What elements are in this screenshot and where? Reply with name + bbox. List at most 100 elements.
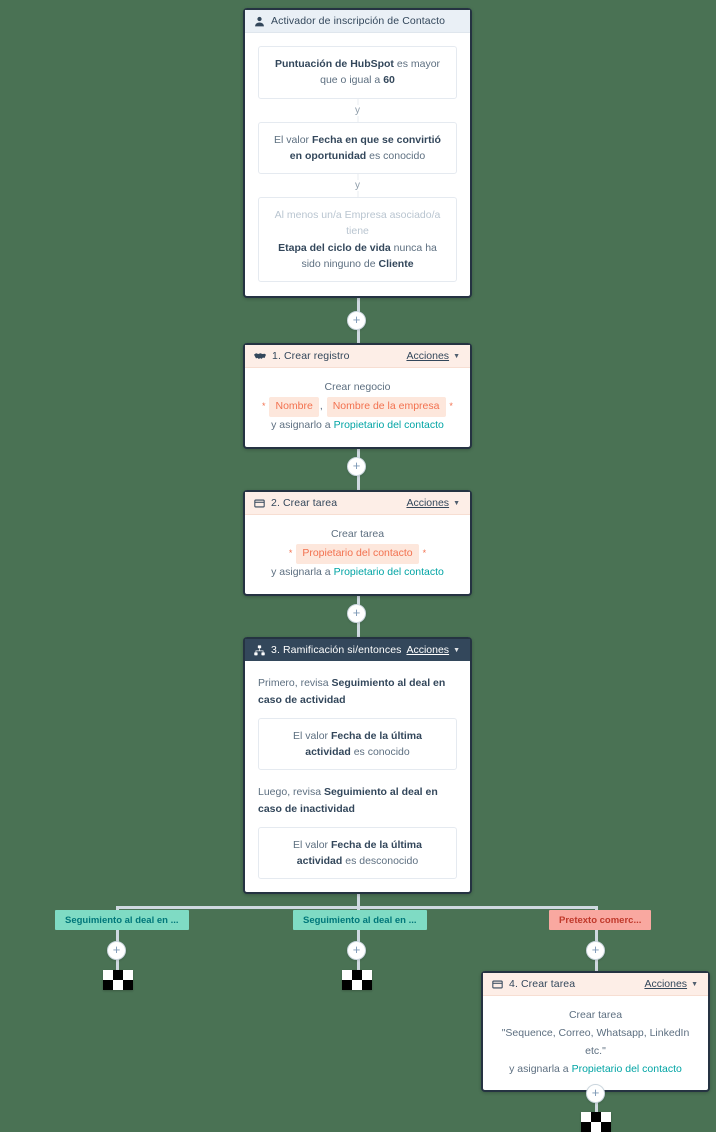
add-step-button-after-step2[interactable]: + xyxy=(347,604,366,623)
step-1-header: 1. Crear registro Acciones ▼ xyxy=(245,343,470,368)
assign-owner-link[interactable]: Propietario del contacto xyxy=(333,565,444,578)
trigger-card[interactable]: Activador de inscripción de Contacto Pun… xyxy=(243,8,472,299)
condition-property: Fecha de la última actividad xyxy=(305,729,422,758)
step-1-title: 1. Crear registro xyxy=(272,350,350,362)
end-flag-branch-left xyxy=(103,970,133,990)
branch-1-question-name: Seguimiento al deal en caso de actividad xyxy=(258,677,446,706)
step-4-title: 4. Crear tarea xyxy=(509,978,576,990)
branch-pill-center[interactable]: Seguimiento al deal en ... xyxy=(293,910,427,930)
add-step-button-branch-center[interactable]: + xyxy=(347,941,366,960)
step-4-actions-menu[interactable]: Acciones ▼ xyxy=(644,978,698,990)
step-2-token-row: * Propietario del contacto * xyxy=(257,543,458,564)
branch-icon xyxy=(254,644,265,656)
step-1-token-nombre[interactable]: Nombre xyxy=(269,396,319,417)
branch-2-question-prefix: Luego, revisa xyxy=(258,786,324,799)
step-1-actions-menu[interactable]: Acciones ▼ xyxy=(406,350,460,362)
add-step-button-after-trigger[interactable]: + xyxy=(347,311,366,330)
token-marker: * xyxy=(422,547,427,558)
step-4-body: Crear tarea "Sequence, Correo, Whatsapp,… xyxy=(483,996,708,1090)
branch-pill-right-label: Pretexto comerc... xyxy=(559,914,642,926)
add-step-button-branch-right[interactable]: + xyxy=(586,941,605,960)
connector-left-to-plus xyxy=(116,930,119,948)
assign-prefix: y asignarla a xyxy=(271,565,334,578)
branch-pill-center-label: Seguimiento al deal en ... xyxy=(303,914,417,926)
task-icon xyxy=(254,498,265,509)
step-1-token-nombre-empresa[interactable]: Nombre de la empresa xyxy=(326,396,446,417)
branch-2-condition[interactable]: El valor Fecha de la última actividad es… xyxy=(258,826,457,880)
connector-center-plus-to-flag xyxy=(356,958,360,972)
step-2-actions-menu[interactable]: Acciones ▼ xyxy=(406,497,460,509)
trigger-filter-hubspot-score[interactable]: Puntuación de HubSpot es mayor que o igu… xyxy=(258,46,457,99)
filter-property-name: Etapa del ciclo de vida xyxy=(278,241,391,254)
step-4-task-title: "Sequence, Correo, Whatsapp, LinkedIn et… xyxy=(501,1026,690,1057)
connector-right-to-plus xyxy=(595,930,598,948)
step-3-ramificacion-card[interactable]: 3. Ramificación si/entonces Acciones ▼ P… xyxy=(243,637,472,895)
step-2-crear-tarea-card[interactable]: 2. Crear tarea Acciones ▼ Crear tarea * … xyxy=(243,490,472,596)
connector-bottom-plus-to-flag xyxy=(595,1101,598,1113)
step-1-assign-row: y asignarlo a Propietario del contacto xyxy=(257,417,458,435)
step-2-action-line: Crear tarea xyxy=(330,528,385,540)
end-flag-branch-center xyxy=(342,970,372,990)
assign-owner-link[interactable]: Propietario del contacto xyxy=(571,1062,682,1075)
token-marker: * xyxy=(449,400,453,411)
actions-label: Acciones xyxy=(406,644,450,656)
condition-prefix: El valor xyxy=(293,838,331,851)
chevron-down-icon: ▼ xyxy=(453,352,460,360)
condition-property: Fecha de la última actividad xyxy=(296,838,422,867)
step-4-crear-tarea-card[interactable]: 4. Crear tarea Acciones ▼ Crear tarea "S… xyxy=(481,971,710,1093)
branch-spacer xyxy=(258,770,457,784)
actions-label: Acciones xyxy=(406,350,450,362)
step-3-title: 3. Ramificación si/entonces xyxy=(271,644,402,656)
assign-owner-link[interactable]: Propietario del contacto xyxy=(333,418,444,431)
condition-operator: es conocido xyxy=(350,745,410,758)
connector-center-to-plus xyxy=(356,930,360,948)
step-4-header: 4. Crear tarea Acciones ▼ xyxy=(483,971,708,996)
branch-2-question-name: Seguimiento al deal en caso de inactivid… xyxy=(258,786,438,815)
filter-operator: es conocido xyxy=(366,149,426,162)
step-3-actions-menu[interactable]: Acciones ▼ xyxy=(406,644,460,656)
step-3-header: 3. Ramificación si/entonces Acciones ▼ xyxy=(245,637,470,661)
contact-person-icon xyxy=(254,16,265,27)
connector-left-plus-to-flag xyxy=(116,958,119,972)
step-1-token-row: * Nombre, Nombre de la empresa * xyxy=(257,396,458,417)
add-step-button-branch-left[interactable]: + xyxy=(107,941,126,960)
step-1-crear-registro-card[interactable]: 1. Crear registro Acciones ▼ Crear negoc… xyxy=(243,343,472,449)
branch-1-question: Primero, revisa Seguimiento al deal en c… xyxy=(258,675,457,709)
step-1-action-line: Crear negocio xyxy=(324,381,391,393)
step-2-title: 2. Crear tarea xyxy=(271,497,338,509)
chevron-down-icon: ▼ xyxy=(453,646,460,654)
task-icon xyxy=(492,979,503,990)
trigger-filter-fecha-oportunidad[interactable]: El valor Fecha en que se convirtió en op… xyxy=(258,121,457,175)
connector-step3-to-split xyxy=(356,880,360,909)
branch-2-question: Luego, revisa Seguimiento al deal en cas… xyxy=(258,784,457,818)
filter-value: 60 xyxy=(383,74,395,87)
actions-label: Acciones xyxy=(406,497,450,509)
add-step-button-after-step4[interactable]: + xyxy=(586,1084,605,1103)
handshake-icon xyxy=(254,351,266,362)
branch-pill-right[interactable]: Pretexto comerc... xyxy=(549,910,652,930)
step-1-body: Crear negocio * Nombre, Nombre de la emp… xyxy=(245,368,470,447)
filter-property-name: Fecha en que se convirtió en oportunidad xyxy=(289,133,441,162)
assign-prefix: y asignarla a xyxy=(509,1062,572,1075)
assign-prefix: y asignarlo a xyxy=(271,418,334,431)
chevron-down-icon: ▼ xyxy=(453,499,460,507)
condition-prefix: El valor xyxy=(293,729,331,742)
trigger-card-header: Activador de inscripción de Contacto xyxy=(245,8,470,33)
add-step-button-after-step1[interactable]: + xyxy=(347,457,366,476)
filter-association-note: Al menos un/a Empresa asociado/a tiene xyxy=(274,209,441,238)
token-separator: , xyxy=(319,399,323,412)
branch-1-condition[interactable]: El valor Fecha de la última actividad es… xyxy=(258,717,457,771)
trigger-and-label-1: y xyxy=(258,99,457,122)
branch-pill-left[interactable]: Seguimiento al deal en ... xyxy=(55,910,189,930)
step-2-body: Crear tarea * Propietario del contacto *… xyxy=(245,515,470,594)
step-2-token-propietario[interactable]: Propietario del contacto xyxy=(296,543,419,564)
filter-operator: es mayor que o igual a xyxy=(320,58,441,87)
step-4-assign-row: y asignarla a Propietario del contacto xyxy=(495,1061,696,1079)
chevron-down-icon: ▼ xyxy=(691,980,698,988)
step-3-body: Primero, revisa Seguimiento al deal en c… xyxy=(245,661,470,892)
trigger-filter-empresa-ciclo-vida[interactable]: Al menos un/a Empresa asociado/a tiene E… xyxy=(258,197,457,283)
trigger-title: Activador de inscripción de Contacto xyxy=(271,15,446,27)
token-marker: * xyxy=(262,400,266,411)
step-2-assign-row: y asignarla a Propietario del contacto xyxy=(257,564,458,582)
